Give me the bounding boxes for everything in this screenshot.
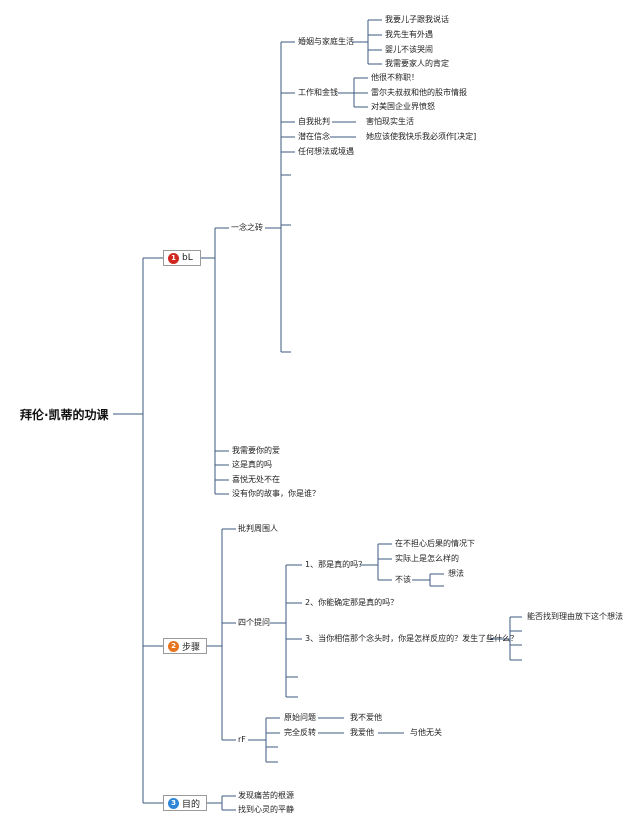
branch-1-extra[interactable]: 没有你的故事，你是谁？: [232, 489, 320, 498]
branch-1-node[interactable]: 1 bL: [163, 250, 201, 266]
branch-1-extra[interactable]: 喜悦无处不在: [232, 475, 280, 484]
purpose-item[interactable]: 找到心灵的平静: [238, 805, 294, 814]
step-four-questions[interactable]: 四个提问: [238, 618, 270, 627]
branch-1-extra[interactable]: 我需要你的爱: [232, 446, 280, 455]
branch-1-sub[interactable]: 一念之砖: [231, 223, 263, 232]
question-1[interactable]: 1、那是真的吗？: [305, 560, 367, 569]
branch-3-label: 目的: [182, 799, 201, 810]
turnaround-full-value[interactable]: 我爱他: [350, 728, 374, 737]
topic-any[interactable]: 任何想法或境遇: [298, 147, 354, 156]
question-3-item[interactable]: 能否找到理由放下这个想法: [527, 612, 623, 621]
marriage-item[interactable]: 我要儿子跟我说话: [385, 15, 449, 24]
question-1-not[interactable]: 不该: [395, 575, 411, 584]
work-item[interactable]: 雷尔夫叔叔和他的股市情报: [371, 88, 467, 97]
hidden-item[interactable]: 她应该使我快乐我必须作[决定]: [366, 132, 477, 141]
question-1-item[interactable]: 在不担心后果的情况下: [395, 539, 475, 548]
question-3[interactable]: 3、当你相信那个念头时，你是怎样反应的？发生了些什么？: [305, 634, 519, 643]
number-badge-1: 1: [168, 252, 179, 264]
question-2[interactable]: 2、你能确定那是真的吗？: [305, 598, 399, 607]
marriage-item[interactable]: 我先生有外遇: [385, 30, 433, 39]
turnaround-original[interactable]: 原始问题: [284, 713, 316, 722]
step-judge[interactable]: 批判周围人: [238, 524, 278, 533]
branch-1-extra[interactable]: 这是真的吗: [232, 460, 272, 469]
topic-self[interactable]: 自我批判: [298, 117, 330, 126]
self-item[interactable]: 害怕现实生活: [366, 117, 414, 126]
topic-marriage[interactable]: 婚姻与家庭生活: [298, 37, 354, 46]
turnaround-full[interactable]: 完全反转: [284, 728, 316, 737]
branch-2-node[interactable]: 2 步骤: [163, 638, 207, 654]
step-turnaround[interactable]: rF: [238, 735, 246, 744]
work-item[interactable]: 对美国企业界愤怒: [371, 102, 435, 111]
question-1-idea[interactable]: 想法: [448, 569, 464, 578]
branch-1-label: bL: [182, 253, 193, 263]
question-1-item[interactable]: 实际上是怎么样的: [395, 554, 459, 563]
branch-3-node[interactable]: 3 目的: [163, 795, 207, 811]
branch-2-label: 步骤: [182, 642, 201, 653]
number-badge-3: 3: [168, 797, 179, 809]
marriage-item[interactable]: 婴儿不该哭闹: [385, 45, 433, 54]
number-badge-2: 2: [168, 640, 179, 652]
turnaround-full-value-2[interactable]: 与他无关: [410, 728, 442, 737]
topic-work[interactable]: 工作和金钱: [298, 88, 338, 97]
turnaround-original-value[interactable]: 我不爱他: [350, 713, 382, 722]
root-topic[interactable]: 拜伦·凯蒂的功课: [20, 408, 109, 422]
purpose-item[interactable]: 发现痛苦的根源: [238, 791, 294, 800]
work-item[interactable]: 他很不称职！: [371, 73, 419, 82]
marriage-item[interactable]: 我需要家人的肯定: [385, 59, 449, 68]
topic-hidden[interactable]: 潜在信念: [298, 132, 330, 141]
